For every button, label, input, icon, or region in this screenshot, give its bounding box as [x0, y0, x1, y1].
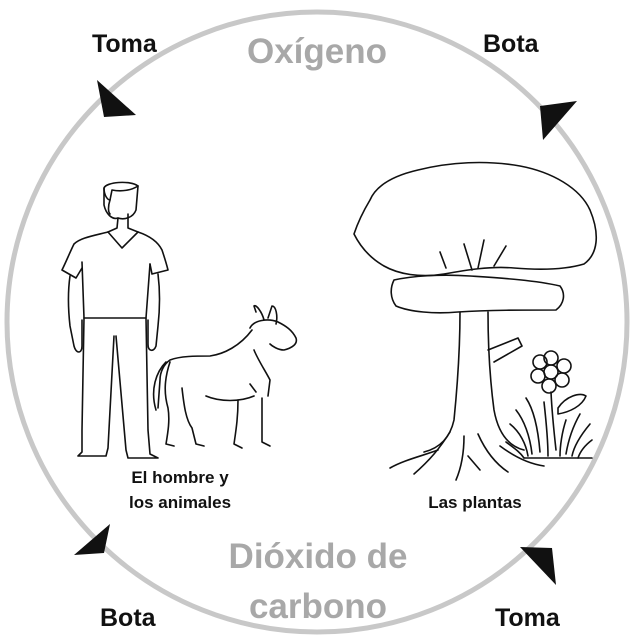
carbon-dioxide-label-line1: Dióxido de — [228, 537, 408, 576]
top-left-take-label: Toma — [92, 30, 157, 58]
arrowhead-bottom-left — [74, 524, 110, 555]
cycle-circle — [4, 9, 630, 635]
bottom-right-take-label: Toma — [495, 604, 560, 632]
man-illustration — [61, 181, 169, 459]
arrowhead-top-left — [97, 80, 136, 117]
arrowhead-bottom-right — [520, 547, 556, 585]
plants-caption: Las plantas — [428, 493, 522, 512]
flower-illustration — [505, 350, 593, 459]
oxygen-label: Oxígeno — [246, 32, 388, 71]
humans-animals-caption-line2: los animales — [128, 493, 232, 512]
top-right-release-label: Bota — [483, 30, 539, 58]
bottom-left-release-label: Bota — [100, 604, 156, 632]
tree-illustration — [353, 161, 597, 481]
humans-animals-caption-line1: El hombre y — [131, 468, 229, 487]
carbon-dioxide-label-line2: carbono — [248, 587, 388, 626]
dog-illustration — [152, 304, 298, 449]
arrowhead-top-right — [540, 101, 577, 140]
